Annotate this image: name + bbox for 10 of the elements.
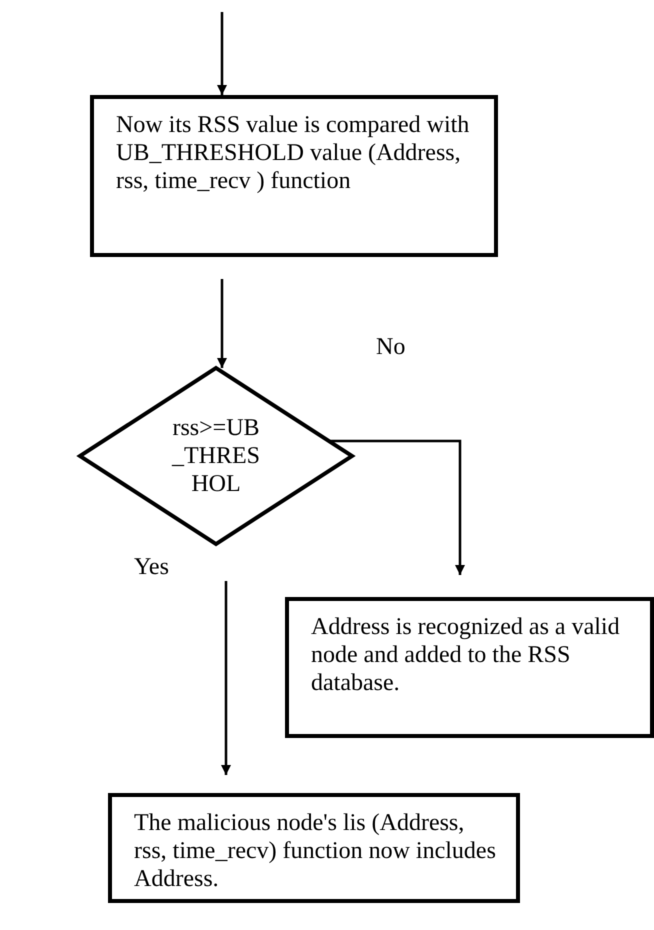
- arrow: [330, 440, 465, 575]
- node-text: Now its RSS value is compared with UB_THRESHOLD value (Address, rss, time_recv ) function: [116, 111, 470, 195]
- arrow: [217, 279, 227, 368]
- process-box: [285, 597, 654, 738]
- node-text: Address is recognized as a valid node and added to the RSS database.: [311, 613, 621, 697]
- process-box: [90, 95, 498, 257]
- process-box: [108, 793, 520, 903]
- arrow: [221, 581, 231, 775]
- node-text: The malicious node's lis (Address, rss, time_recv) function now includes Address.: [134, 809, 496, 893]
- arrow: [217, 12, 227, 95]
